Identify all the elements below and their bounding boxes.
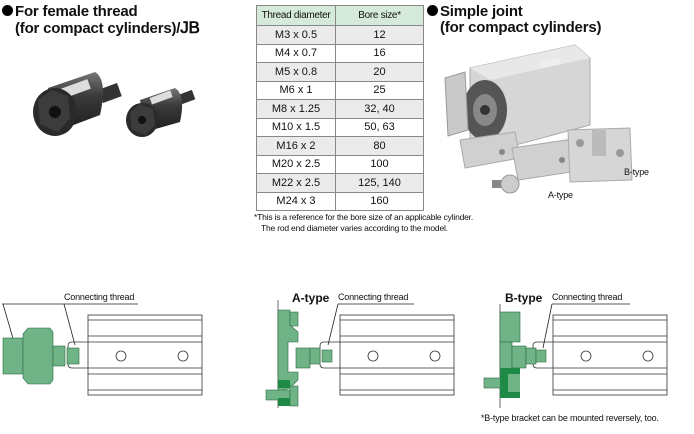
cylinder-body [319,314,455,396]
cylinder-body [67,314,203,396]
table-note-line1: *This is a reference for the bore size o… [254,212,473,222]
a-type-bracket [265,309,333,407]
thread-diameter-cell: M16 x 2 [256,136,336,156]
bore-size-cell: 25 [335,80,424,100]
compact-cylinder [444,44,591,153]
female-thread-heading: For female thread (for compact cylinders… [2,4,200,37]
heading-line1: Simple joint [440,3,523,20]
d2-type-label: A-type [292,291,330,305]
diagram-a-type [265,300,455,408]
bullet-icon [427,5,438,16]
thread-diameter-cell: M5 x 0.8 [256,62,336,82]
heading-line2: (for compact cylinders) [440,19,602,36]
joint-large [33,72,122,136]
bullet-icon [2,5,13,16]
d1-connecting-thread-label: Connecting thread [64,292,135,302]
female-thread-joint-photo [33,72,196,137]
bracket-b [567,127,633,183]
thread-diameter-cell: M24 x 3 [256,191,336,211]
bore-size-cell: 32, 40 [335,99,424,119]
thread-diameter-cell: M4 x 0.7 [256,43,336,63]
bore-size-cell: 125, 140 [335,173,424,193]
b-type-bracket [483,311,547,389]
d2-connecting-thread-label: Connecting thread [338,292,409,302]
table-note: *This is a reference for the bore size o… [254,212,473,234]
diagram-b-type [483,303,668,408]
bore-size-cell: 20 [335,62,424,82]
b-type-footnote: *B-type bracket can be mounted reversely… [481,413,659,423]
label-b-type: B-type [624,167,649,177]
thread-diameter-cell: M22 x 2.5 [256,173,336,193]
thread-diameter-cell: M20 x 2.5 [256,154,336,174]
joint-stud [492,174,520,194]
bracket-a-left [459,131,521,169]
d3-type-label: B-type [505,291,543,305]
female-joint-part [2,327,80,385]
header-thread-diameter: Thread diameter [256,5,336,26]
thread-diameter-cell: M10 x 1.5 [256,117,336,137]
bore-size-cell: 12 [335,25,424,45]
thread-diameter-cell: M3 x 0.5 [256,25,336,45]
simple-joint-heading: Simple joint (for compact cylinders) [427,4,601,36]
bore-size-cell: 80 [335,136,424,156]
bore-size-cell: 16 [335,43,424,63]
cylinder-body [532,314,668,396]
diagram-female-thread [2,303,203,396]
label-a-type: A-type [548,190,573,200]
thread-diameter-cell: M8 x 1.25 [256,99,336,119]
a-type-bracket-dark [278,380,290,388]
bore-size-cell: 100 [335,154,424,174]
bore-size-cell: 50, 63 [335,117,424,137]
simple-joint-photo [444,44,633,194]
bore-size-cell: 160 [335,191,424,211]
heading-line2: (for compact cylinders)/ [15,20,181,37]
header-bore-size: Bore size* [335,5,424,26]
d3-connecting-thread-label: Connecting thread [552,292,623,302]
heading-line1: For female thread [15,3,138,20]
heading-code: JB [180,18,200,37]
table-header-row: Thread diameter Bore size* [256,5,424,26]
thread-diameter-cell: M6 x 1 [256,80,336,100]
table-note-line2: The rod end diameter varies according to… [261,223,448,233]
joint-small [126,88,196,137]
